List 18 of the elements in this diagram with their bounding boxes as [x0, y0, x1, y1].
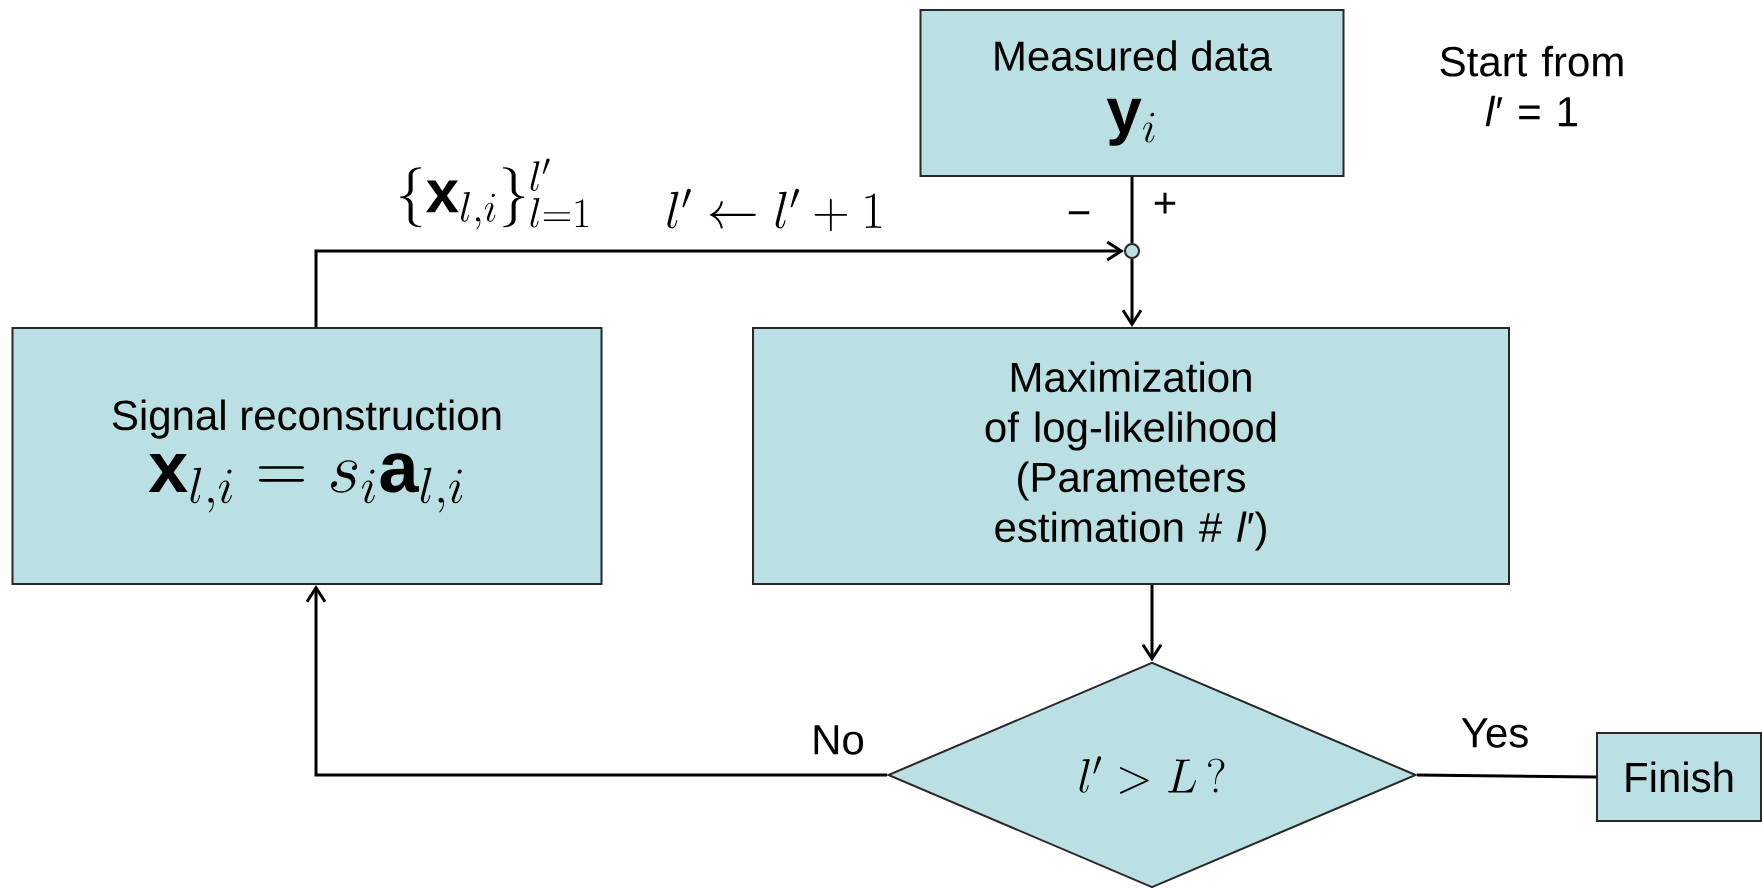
- arrow: [305, 585, 887, 777]
- process-box: Signal reconstruction $\mathbf{x}_{l,i} = s_i\mathbf{a}_{l,i}$: [11, 327, 603, 585]
- sign-label: −: [1068, 211, 1090, 215]
- arrow: [1141, 585, 1163, 662]
- junction-circle: [1124, 243, 1140, 259]
- edge-label: No: [809, 723, 867, 757]
- terminal-box: Finish: [1596, 732, 1762, 822]
- arrow: [1121, 259, 1143, 327]
- note-text: Start from l′ = 1: [1440, 45, 1623, 127]
- sign-label: +: [1154, 192, 1176, 214]
- process-box: Maximization of log-likelihood (Parameters estimation # l′): [752, 327, 1510, 585]
- connector-line: [1417, 773, 1597, 779]
- edge-label: $\{\mathbf{x}_{l,i}\}_{l=1}^{l'}$: [393, 156, 595, 232]
- formula-label: $l' \leftarrow l'+1$: [667, 188, 882, 232]
- arrow: [314, 240, 1124, 327]
- edge-label: Yes: [1458, 716, 1532, 750]
- data-box: Measured data $\mathbf{y}_i$: [919, 9, 1345, 177]
- connector-line: [1130, 177, 1134, 243]
